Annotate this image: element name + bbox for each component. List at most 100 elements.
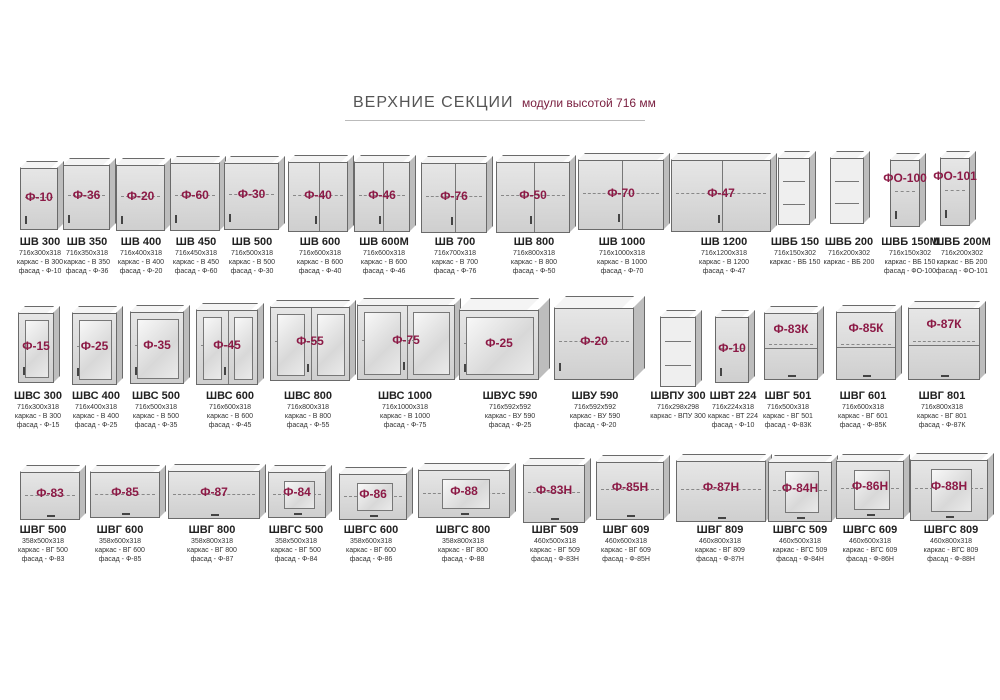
cabinet-dimensions: 358x500x318 [274,538,318,545]
facade-code: Ф-25 [80,339,109,353]
cabinet-front: Ф-88Н [910,460,988,521]
cabinet-glass-panel [284,481,315,509]
cabinet-front: Ф-40 [288,162,348,232]
cabinet-shelf [783,204,805,205]
cabinet-front: Ф-10 [20,168,58,230]
cabinet-side [109,158,116,230]
cabinet-facade-text: фасад - Ф-15 [16,422,60,429]
cabinet-glass-panel [442,479,490,509]
handle-icon [867,514,875,516]
handle-icon [797,517,805,519]
cabinet-top [116,158,165,165]
cabinet-dimensions: 716x592x592 [488,404,532,411]
cabinet-front: Ф-25 [72,313,117,385]
cabinet-frame: каркас - ВПУ 300 [650,413,706,420]
cabinet-front: Ф-86Н [836,461,904,519]
page-title: ВЕРХНИЕ СЕКЦИИ модули высотой 716 мм [353,94,656,112]
door-split-line [407,306,408,379]
cabinet-side [159,465,166,518]
cabinet-top [715,310,749,317]
cabinet-dimensions: 716x1000x318 [599,250,645,257]
cabinet-dimensions: 716x1000x318 [382,404,428,411]
cabinet-dimensions: 358x800x318 [441,538,485,545]
cabinet-top [676,454,766,461]
handle-icon [135,367,137,375]
cabinet-facade-text: фасад - Ф-75 [383,422,427,429]
cabinet-side [748,310,755,383]
handle-icon [175,215,177,223]
cabinet-front: Ф-45 [196,310,258,385]
cabinet-front: Ф-84Н [768,462,832,522]
door-split-line [765,348,817,349]
cabinet-shelf [559,341,629,342]
facade-code: ФО-100 [883,171,927,185]
facade-code: Ф-55 [296,334,324,348]
cabinet-shelf [665,341,691,342]
cabinet-top [90,465,160,472]
cabinet-frame: каркас - ВГ 501 [763,413,813,420]
cabinet-facade-text: фасад - Ф-87Н [696,556,744,563]
cabinet-shelf [362,340,450,341]
cabinet-dimensions: 716x600x318 [298,250,342,257]
cabinet-shelf [945,190,965,191]
cabinet-top [908,301,980,308]
cabinet-dimensions: 460x800x318 [929,538,973,545]
cabinet-top [339,467,407,474]
handle-icon [788,375,796,377]
door-split-line [837,347,895,348]
cabinet-frame: каркас - ВГ 500 [271,547,321,554]
cabinet-name: ШВТ 224 [709,390,757,402]
cabinet-frame: каркас - ВУ 590 [484,413,536,420]
facade-code: Ф-86 [359,487,387,501]
facade-code: Ф-20 [126,189,155,203]
facade-code: ФО-101 [933,169,977,183]
cabinet-name: ШВГС 500 [268,524,324,536]
cabinet-side [863,151,870,224]
cabinet-front: Ф-83 [20,472,80,520]
cabinet-dimensions: 716x200x302 [827,250,871,257]
cabinet-name: ШВ 1200 [700,236,748,248]
facade-code: Ф-85 [111,485,139,499]
cabinet-side [663,455,670,520]
cabinet-dimensions: 358x800x318 [190,538,234,545]
facade-code: Ф-88Н [930,479,968,493]
cabinet-frame: каркас - ВГ 509 [530,547,580,554]
cabinet-side [538,298,550,380]
facade-code: Ф-84Н [781,481,819,495]
cabinet-dimensions: 716x800x318 [512,250,556,257]
cabinet-facade-text: фасад - Ф-85К [839,422,887,429]
cabinet-top [459,298,539,310]
cabinet-name: ШВ 300 [19,236,61,248]
cabinet-frame: каркас - ВУ 590 [569,413,621,420]
cabinet-facade-text: фасад - Ф-88Н [927,556,975,563]
cabinet-facade-text: фасад - Ф-85Н [602,556,650,563]
cabinet-facade-text: фасад - Ф-85 [98,556,142,563]
cabinet-frame: каркас - В 450 [172,259,220,266]
cabinet-dimensions: 358x600x318 [349,538,393,545]
cabinet-top [671,153,771,160]
cabinet-facade-text: фасад - Ф-87К [918,422,966,429]
cabinet-name: ШВ 1000 [598,236,646,248]
cabinet-dimensions: 716x300x318 [16,404,60,411]
cabinet-facade-text: фасад - Ф-70 [600,268,644,275]
cabinet-front: Ф-20 [554,308,634,380]
cabinet-frame: каркас - ВГС 509 [772,547,828,554]
cabinet-frame: каркас - ВГС 609 [842,547,898,554]
cabinet-front: Ф-86 [339,474,407,520]
handle-icon [121,216,123,224]
cabinet-top [421,156,487,163]
cabinet-front: Ф-84 [268,472,326,518]
handle-icon [718,215,720,223]
